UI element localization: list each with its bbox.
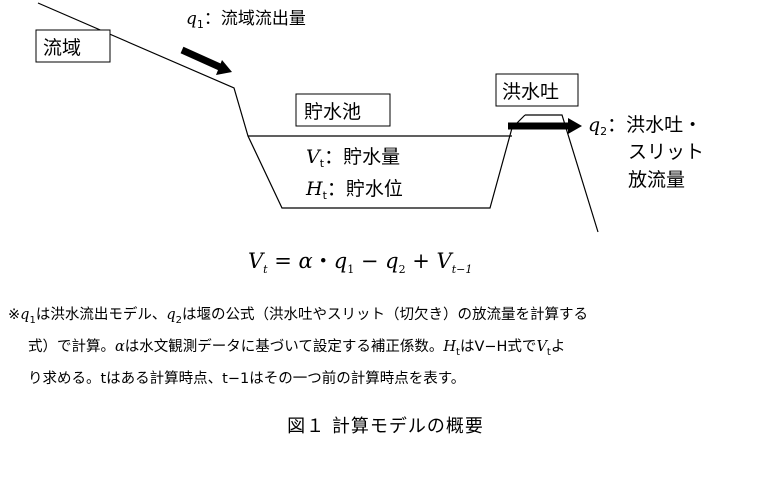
spillway-label: 洪水吐 bbox=[502, 81, 559, 103]
water-balance-equation: Vt = α・q1 − q2 + Vt−1 bbox=[248, 249, 472, 276]
explanatory-note: ※q1は洪水流出モデル、q2は堰の公式（洪水吐やスリット（切欠き）の放流量を計算… bbox=[8, 302, 768, 393]
basin-label: 流域 bbox=[43, 37, 81, 59]
q2-label-line2: スリット bbox=[628, 141, 704, 163]
outflow-arrow-icon bbox=[508, 118, 582, 134]
basin-box bbox=[35, 29, 111, 63]
spillway-crest-line bbox=[525, 114, 599, 233]
inflow-arrow-icon bbox=[180, 46, 232, 75]
note-line-1: ※q1は洪水流出モデル、q2は堰の公式（洪水吐やスリット（切欠き）の放流量を計算… bbox=[8, 307, 588, 326]
q2-label: q2：洪水吐・ bbox=[588, 114, 702, 138]
note-line-2: 式）で計算。αは水文観測データに基づいて設定する補正係数。HtはV−H式でVtよ bbox=[28, 338, 566, 358]
q2-label-line3: 放流量 bbox=[628, 169, 685, 191]
ht-label: Ht：貯水位 bbox=[305, 178, 403, 202]
spillway-box bbox=[495, 73, 579, 107]
reservoir-label: 貯水池 bbox=[304, 101, 361, 123]
reservoir-box bbox=[295, 93, 391, 127]
figure-caption: 図１ 計算モデルの概要 bbox=[287, 416, 484, 437]
q1-label: q1：流域流出量 bbox=[186, 9, 306, 31]
model-diagram: 流域 q1：流域流出量 貯水池 Vt：貯水量 Ht：貯水位 洪水吐 q2：洪水吐… bbox=[35, 2, 704, 276]
note-line-3: り求める。tはある計算時点、t−1はその一つ前の計算時点を表す。 bbox=[28, 370, 466, 387]
basin-slope-line bbox=[37, 2, 526, 209]
vt-label: Vt：貯水量 bbox=[306, 146, 400, 170]
